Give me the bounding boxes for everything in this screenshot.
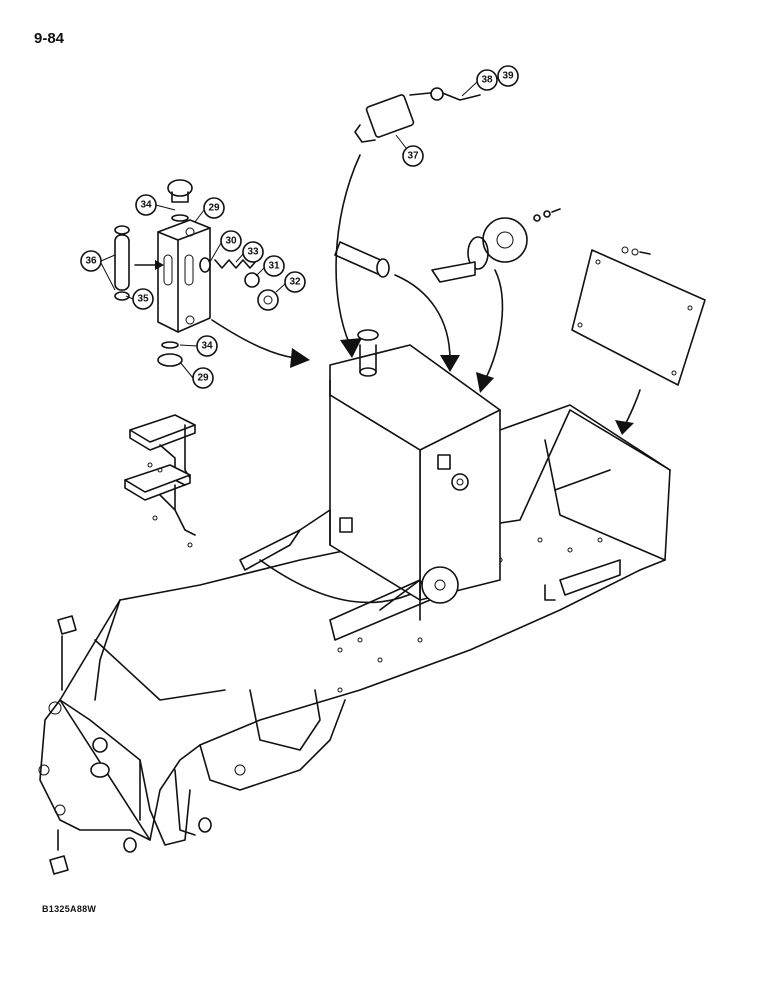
callout-36: 36 — [80, 250, 102, 272]
callout-label: 32 — [289, 277, 301, 288]
callout-29a: 29 — [203, 197, 225, 219]
callout-label: 35 — [137, 294, 149, 305]
callout-38: 38 — [476, 69, 498, 91]
callout-31: 31 — [263, 255, 285, 277]
bushings — [49, 615, 212, 875]
callout-label: 29 — [208, 203, 220, 214]
callout-label: 34 — [140, 200, 152, 211]
page-number: 9-84 — [34, 30, 65, 47]
assembly-arrows — [211, 154, 641, 435]
fuel-tank — [239, 329, 501, 641]
callout-label: 29 — [197, 373, 209, 384]
callout-33: 33 — [242, 241, 264, 263]
callout-label: 33 — [247, 247, 259, 258]
callout-39: 39 — [497, 65, 519, 87]
callout-34b: 34 — [196, 335, 218, 357]
callout-label: 37 — [407, 151, 419, 162]
callout-label: 34 — [201, 341, 213, 352]
callout-label: 39 — [502, 71, 514, 82]
callout-label: 36 — [85, 256, 97, 267]
figure-code: B1325A88W — [42, 904, 97, 914]
callout-37: 37 — [402, 145, 424, 167]
top-parts — [334, 87, 706, 386]
callout-30: 30 — [220, 230, 242, 252]
leader-lines — [100, 81, 478, 379]
callout-29b: 29 — [192, 367, 214, 389]
step-assembly — [124, 414, 196, 548]
callout-label: 31 — [268, 261, 280, 272]
callout-label: 38 — [481, 75, 493, 86]
main-frame — [38, 404, 671, 846]
callout-34a: 34 — [135, 194, 157, 216]
callout-32: 32 — [284, 271, 306, 293]
callout-label: 30 — [225, 236, 237, 247]
callout-35: 35 — [132, 288, 154, 310]
filter-block-assembly — [114, 179, 279, 367]
